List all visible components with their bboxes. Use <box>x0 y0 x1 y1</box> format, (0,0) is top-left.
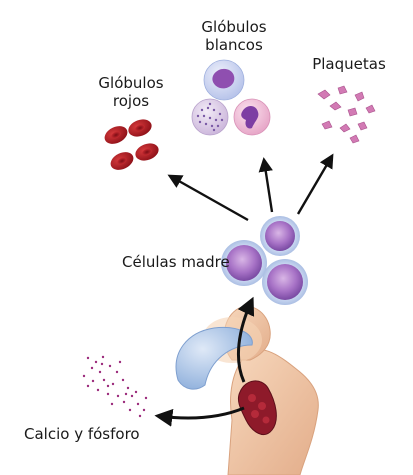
label-red-blood-cells-line1: Glóbulos <box>98 74 164 92</box>
stem-cells <box>221 216 308 305</box>
red-blood-cells <box>104 119 159 170</box>
arrows <box>154 153 334 427</box>
arrow-to-white-cells <box>258 157 274 213</box>
white-cell-right <box>233 98 271 136</box>
arrow-marrow-to-calcium <box>154 406 245 427</box>
stem-cell-left <box>221 240 267 286</box>
label-red-blood-cells-line2: rojos <box>112 92 150 110</box>
arrow-to-red-cells <box>167 174 249 222</box>
white-cell-top <box>203 59 245 101</box>
label-calcium-phosphorus: Calcio y fósforo <box>24 425 140 443</box>
mineral-dots <box>82 355 148 418</box>
white-blood-cells <box>191 59 271 136</box>
stem-cell-right <box>262 259 308 305</box>
label-red-blood-cells: Glóbulos rojos <box>88 74 174 110</box>
arrow-marrow-to-stem-cells <box>236 296 255 383</box>
arrow-to-platelets <box>296 153 334 215</box>
stem-cell-top <box>260 216 300 256</box>
label-platelets: Plaquetas <box>312 55 386 73</box>
cartilage-cap <box>175 326 253 390</box>
label-white-blood-cells-line2: blancos <box>205 36 263 54</box>
label-white-blood-cells: Glóbulos blancos <box>186 18 282 54</box>
platelets <box>317 85 376 144</box>
bone-marrow <box>237 380 277 435</box>
label-stem-cells: Células madre <box>122 253 230 271</box>
white-cell-left <box>191 98 229 136</box>
label-white-blood-cells-line1: Glóbulos <box>201 18 267 36</box>
